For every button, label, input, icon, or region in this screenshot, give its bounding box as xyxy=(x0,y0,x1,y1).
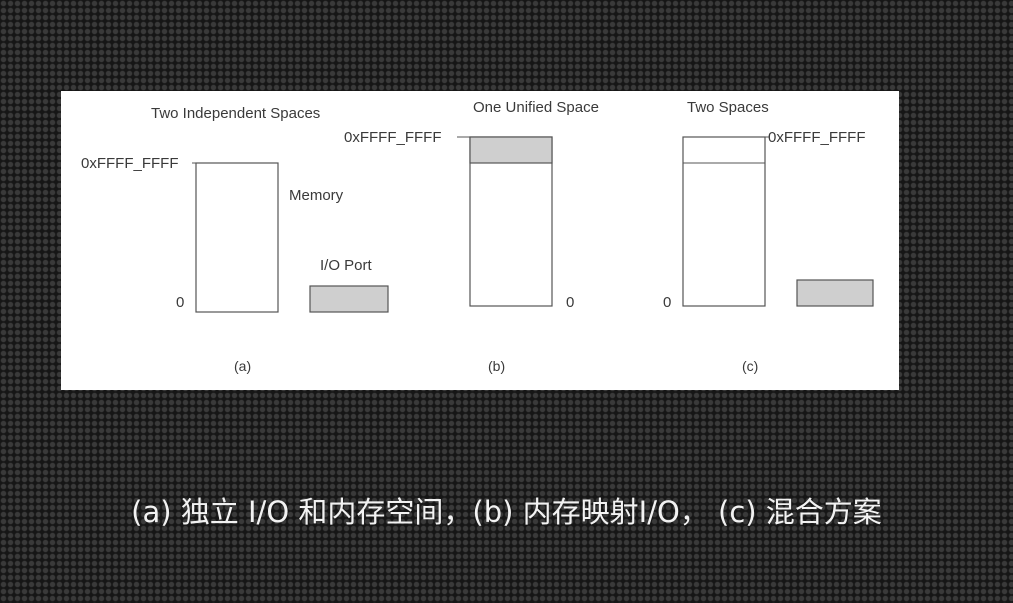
panel-c-caption: (c) xyxy=(742,358,758,374)
slide-caption: (a) 独立 I/O 和内存空间， (b) 内存映射I/O， (c) 混合方案 xyxy=(0,490,1013,530)
panel-c-top-address: 0xFFFF_FFFF xyxy=(768,129,866,146)
panel-c-title: Two Spaces xyxy=(687,99,769,116)
panel-a-title: Two Independent Spaces xyxy=(151,105,320,122)
panel-b: One Unified Space 0xFFFF_FFFF 0 (b) xyxy=(344,99,599,374)
panel-b-top-address: 0xFFFF_FFFF xyxy=(344,129,442,146)
panel-b-bottom-address: 0 xyxy=(566,294,574,311)
panel-b-memory-box xyxy=(469,136,553,307)
io-address-space-diagram: Two Independent Spaces 0xFFFF_FFFF Memor… xyxy=(61,91,899,390)
panel-b-title: One Unified Space xyxy=(473,99,599,116)
diagram-svg: Two Independent Spaces 0xFFFF_FFFF Memor… xyxy=(81,99,874,374)
panel-b-io-region xyxy=(469,136,553,164)
panel-c: Two Spaces 0xFFFF_FFFF 0 (c) xyxy=(663,99,874,374)
panel-a-memory-box xyxy=(195,162,279,313)
panel-a-memory-label: Memory xyxy=(289,187,344,204)
slide-caption-part-c: (c) 混合方案 xyxy=(708,495,882,529)
panel-a-caption: (a) xyxy=(234,358,251,374)
panel-a-top-address: 0xFFFF_FFFF xyxy=(81,155,179,172)
panel-a-io-label: I/O Port xyxy=(320,257,373,274)
panel-a-io-port-box xyxy=(309,285,389,313)
panel-c-memory-box xyxy=(682,136,766,307)
panel-a-bottom-address: 0 xyxy=(176,294,184,311)
panel-a: Two Independent Spaces 0xFFFF_FFFF Memor… xyxy=(81,105,389,374)
slide-caption-part-a: (a) 独立 I/O 和内存空间， xyxy=(131,495,473,529)
panel-c-bottom-address: 0 xyxy=(663,294,671,311)
panel-c-io-port-box xyxy=(796,279,874,307)
slide-caption-part-b: (b) 内存映射I/O， xyxy=(472,495,709,529)
panel-b-caption: (b) xyxy=(488,358,505,374)
